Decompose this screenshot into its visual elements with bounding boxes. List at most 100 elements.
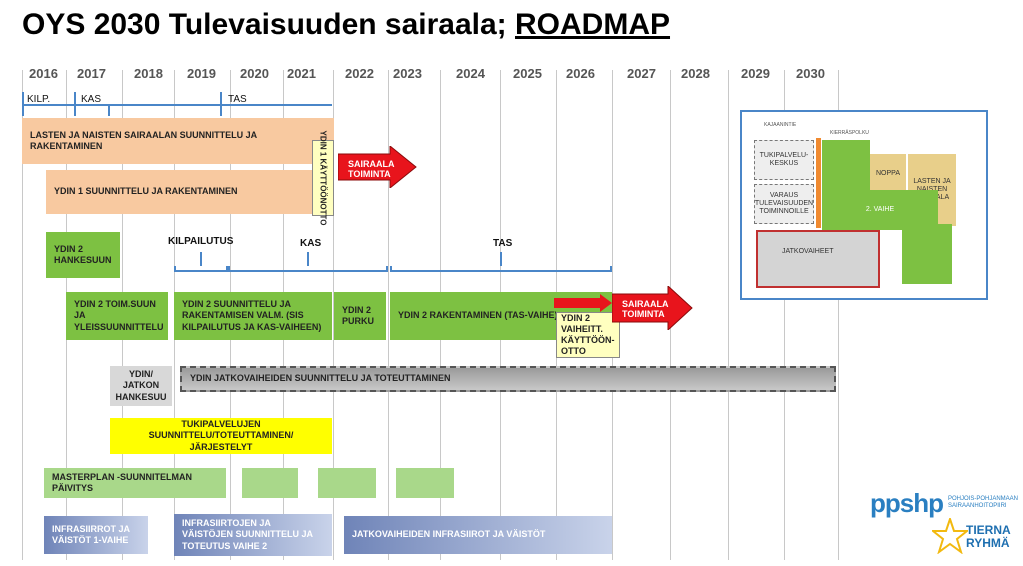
ppshp-logo-text: ppshp [870, 488, 944, 518]
ydin2-tas-label: TAS [493, 238, 513, 249]
grid-line [784, 70, 785, 560]
map-orange-path [816, 138, 821, 228]
ydin2-kilpailutus-label: KILPAILUTUS [168, 236, 234, 247]
brace-kilpailutus-tick [200, 252, 202, 266]
bar-ydin2-hankesuun: YDIN 2 HANKESUUN [46, 232, 120, 278]
bar-masterplan-3 [318, 468, 376, 498]
phase-kas: KAS [81, 94, 102, 105]
bar-ydin2-purku: YDIN 2 PURKU [334, 292, 386, 340]
bar-ydin1: YDIN 1 SUUNNITTELU JA RAKENTAMINEN [46, 170, 314, 214]
bar-lasten-label: LASTEN JA NAISTEN SAIRAALAN SUUNNITTELU … [30, 129, 257, 151]
year-label: 2029 [741, 66, 770, 81]
title-roadmap: ROADMAP [515, 8, 671, 41]
ydin2-kayttoonotto-label: YDIN 2 VAIHEITT. KÄYTTÖÖN-OTTO [561, 312, 615, 357]
year-label: 2024 [456, 66, 485, 81]
grid-line [728, 70, 729, 560]
year-label: 2020 [240, 66, 269, 81]
arrow-ydin2-small [554, 294, 612, 312]
star-icon [932, 518, 968, 554]
grid-line [333, 70, 334, 560]
infra2-label: INFRASIIRTOJEN JA VÄISTÖJEN SUUNNITTELU … [182, 518, 313, 551]
map-jatkovaiheet-label: JATKOVAIHEET [782, 248, 834, 255]
ydin2-kas-label: KAS [300, 238, 322, 249]
bar-masterplan-4 [396, 468, 454, 498]
bar-ydin-jatkon: YDIN/ JATKON HANKESUU [110, 366, 172, 406]
phase-tick [220, 92, 222, 116]
bar-infra3: JATKOVAIHEIDEN INFRASIIROT JA VÄISTÖT [344, 516, 612, 554]
bar-ydin-jatkovaiheiden: YDIN JATKOVAIHEIDEN SUUNNITTELU JA TOTEU… [180, 366, 836, 392]
bar-ydin2-kayttoonotto: YDIN 2 VAIHEITT. KÄYTTÖÖN-OTTO [556, 312, 620, 358]
map-tukipalvelukeskus-label: TUKIPALVELU-KESKUS [759, 152, 809, 167]
map-noppa-label: NOPPA [876, 170, 900, 178]
phase-kilp: KILP. [27, 94, 51, 105]
map-varaus: VARAUS TULEVAISUUDEN TOIMINNOILLE [754, 184, 814, 224]
bar-infra1: INFRASIIRROT JA VÄISTÖT 1-VAIHE [44, 516, 148, 554]
bar-masterplan-2 [242, 468, 298, 498]
phase-line [22, 104, 332, 106]
tierna-logo: TIERNA RYHMÄ [966, 523, 1011, 550]
grid-line [388, 70, 389, 560]
map-tukipalvelukeskus: TUKIPALVELU-KESKUS [754, 140, 814, 180]
map-top-label-2: KIERRÄSPOLKU [830, 130, 869, 136]
bar-ydin2-toim: YDIN 2 TOIM.SUUN JA YLEISSUUNNITTELU [66, 292, 168, 340]
arrow-sairaala-toiminta-1 [338, 146, 417, 188]
ydin-jatkon-label: YDIN/ JATKON HANKESUU [115, 369, 167, 402]
phase-tick [74, 92, 76, 116]
ydin2-rakentaminen-label: YDIN 2 RAKENTAMINEN (TAS-VAIHE) [398, 310, 558, 321]
year-label: 2022 [345, 66, 374, 81]
bar-ydin1-kayttoonotto: YDIN 1 KÄYTTÖÖNOTTO [312, 131, 334, 225]
year-label: 2026 [566, 66, 595, 81]
year-label: 2016 [29, 66, 58, 81]
map-varaus-label: VARAUS TULEVAISUUDEN TOIMINNOILLE [754, 192, 814, 215]
map-vaihe2: 2. VAIHE [822, 190, 938, 230]
page-title: OYS 2030 Tulevaisuuden sairaala; ROADMAP [22, 8, 670, 42]
infra1-label: INFRASIIRROT JA VÄISTÖT 1-VAIHE [52, 523, 130, 545]
brace-tas-tick [500, 252, 502, 266]
ydin2-purku-label: YDIN 2 PURKU [342, 304, 375, 326]
ydin-jatkovaiheiden-label: YDIN JATKOVAIHEIDEN SUUNNITTELU JA TOTEU… [190, 373, 451, 384]
map-vaihe2-label: 2. VAIHE [865, 206, 895, 214]
bar-lasten-naisten: LASTEN JA NAISTEN SAIRAALAN SUUNNITTELU … [22, 118, 334, 164]
ydin2-toim-label: YDIN 2 TOIM.SUUN JA YLEISSUUNNITTELU [74, 299, 164, 332]
year-label: 2030 [796, 66, 825, 81]
map-green-top [822, 140, 870, 190]
map-noppa: NOPPA [870, 154, 906, 194]
year-label: 2019 [187, 66, 216, 81]
phase-tas: TAS [228, 94, 247, 105]
map-top-label-1: KAJAANINTIE [764, 122, 797, 128]
year-label: 2018 [134, 66, 163, 81]
arrow-2-label: SAIRAALA TOIMINTA [622, 299, 669, 319]
year-label: 2023 [393, 66, 422, 81]
grid-line [22, 70, 23, 560]
phase-tick [22, 92, 24, 116]
year-label: 2017 [77, 66, 106, 81]
bar-masterplan: MASTERPLAN -SUUNNITELMAN PÄIVITYS [44, 468, 226, 498]
phase-tick [108, 104, 110, 116]
infra3-label: JATKOVAIHEIDEN INFRASIIROT JA VÄISTÖT [352, 529, 546, 540]
arrow-sairaala-toiminta-2 [612, 286, 693, 330]
arrow-1-label: SAIRAALA TOIMINTA [348, 159, 395, 179]
ydin2-hankesuun-label: YDIN 2 HANKESUUN [54, 243, 112, 265]
bar-ydin2-suunnittelu: YDIN 2 SUUNNITTELU JA RAKENTAMISEN VALM.… [174, 292, 332, 340]
grid-line [838, 70, 839, 560]
year-label: 2025 [513, 66, 542, 81]
year-label: 2021 [287, 66, 316, 81]
brace-kas-tick [307, 252, 309, 266]
ydin2-suunnittelu-label: YDIN 2 SUUNNITTELU JA RAKENTAMISEN VALM.… [182, 299, 322, 332]
site-map: KAJAANINTIE KIERRÄSPOLKU TUKIPALVELU-KES… [740, 110, 988, 300]
brace-tas [390, 266, 612, 272]
bar-ydin1-label: YDIN 1 SUUNNITTELU JA RAKENTAMINEN [54, 186, 238, 197]
brace-kilpailutus [174, 266, 228, 272]
brace-kas [228, 266, 388, 272]
title-main: OYS 2030 Tulevaisuuden sairaala; [22, 8, 516, 41]
year-label: 2028 [681, 66, 710, 81]
masterplan-label: MASTERPLAN -SUUNNITELMAN PÄIVITYS [52, 471, 192, 493]
ppshp-logo: ppshp [870, 488, 944, 519]
ydin1-kayttoonotto-label: YDIN 1 KÄYTTÖÖNOTTO [318, 130, 328, 226]
map-jatkovaiheet: JATKOVAIHEET [756, 230, 880, 288]
tukipalvelujen-label: TUKIPALVELUJEN SUUNNITTELU/TOTEUTTAMINEN… [148, 419, 294, 452]
bar-infra2: INFRASIIRTOJEN JA VÄISTÖJEN SUUNNITTELU … [174, 514, 332, 556]
ppshp-subtitle: POHJOIS-POHJANMAAN SAIRAANHOITOPIIRI [948, 496, 1019, 510]
map-green-right [902, 224, 952, 284]
bar-tukipalvelujen: TUKIPALVELUJEN SUUNNITTELU/TOTEUTTAMINEN… [110, 418, 332, 454]
